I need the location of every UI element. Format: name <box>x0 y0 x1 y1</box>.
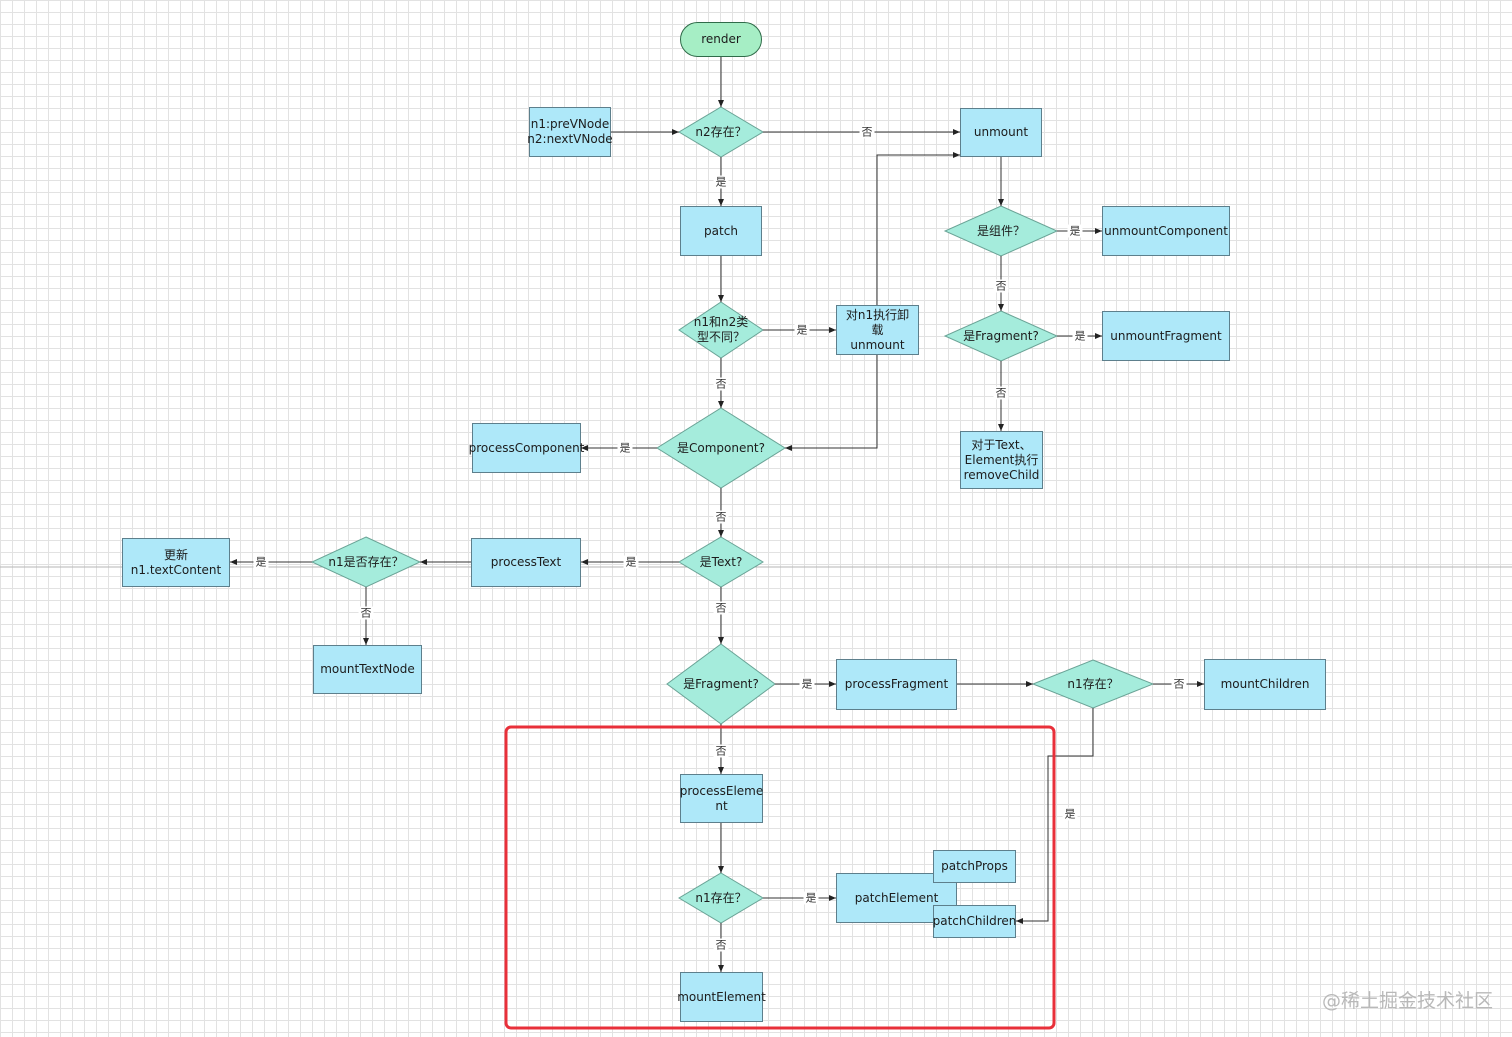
edge-label-n2-yes: 是 <box>713 175 729 189</box>
n1-exists-element-label: n1存在？ <box>695 890 747 905</box>
edge-label-type-yes: 是 <box>794 323 810 337</box>
update-text-content-box: 更新n1.textContent <box>122 538 230 587</box>
edge-unmount-n1-component <box>785 355 878 451</box>
type-different-label: n1和n2类 型不同？ <box>693 315 749 344</box>
edge-label-fragment-yes: 是 <box>799 677 815 691</box>
edge-label-comp-u-no: 否 <box>993 279 1009 293</box>
edge-n1-frag-patch-children <box>1016 708 1094 924</box>
n1-exists-fragment-label: n1存在？ <box>1067 676 1119 691</box>
process-element-box: processEleme nt <box>680 774 763 823</box>
patch-box: patch <box>680 206 762 256</box>
edge-label-comp-u-yes: 是 <box>1067 224 1083 238</box>
edge-label-fragment-no: 否 <box>713 744 729 758</box>
process-component-box: processComponent <box>469 423 584 473</box>
is-fragment-unmount-label: 是Fragment? <box>963 328 1039 343</box>
n1-exists-text-label: n1是否存在？ <box>328 554 404 569</box>
patch-props-box: patchProps <box>933 850 1016 883</box>
input-vnodes-box: n1:preVNode n2:nextVNode <box>527 107 613 157</box>
edge-label-n1-text-no: 否 <box>358 606 374 620</box>
edge-label-text-no: 否 <box>713 601 729 615</box>
unmount-component-box: unmountComponent <box>1102 206 1230 256</box>
highlight-box <box>504 725 1056 1030</box>
unmount-n1-box: 对n1执行卸载 unmount <box>836 305 919 355</box>
edge-unmount-n1-unmount <box>876 152 960 305</box>
watermark-text: @稀土掘金技术社区 <box>1322 990 1494 1012</box>
edge-label-component-yes: 是 <box>617 441 633 455</box>
mount-element-box: mountElement <box>677 972 766 1022</box>
remove-child-box: 对于Text、 Element执行 removeChild <box>960 431 1043 489</box>
mount-children-box: mountChildren <box>1204 659 1326 710</box>
edge-label-n1-frag-yes: 是 <box>1062 807 1078 821</box>
edge-label-component-no: 否 <box>713 510 729 524</box>
render-terminal: render <box>680 22 762 57</box>
edge-label-n2-no: 否 <box>859 125 875 139</box>
unmount-box: unmount <box>960 108 1042 157</box>
n2-exists-label: n2存在？ <box>695 124 747 139</box>
is-fragment-label: 是Fragment? <box>683 676 759 691</box>
edge-label-n1-frag-no: 否 <box>1171 677 1187 691</box>
unmount-fragment-box: unmountFragment <box>1102 311 1230 361</box>
process-text-box: processText <box>471 538 581 587</box>
process-fragment-box: processFragment <box>836 659 957 710</box>
patch-children-box: patchChildren <box>933 905 1016 938</box>
is-component-label: 是Component? <box>676 440 766 455</box>
edge-label-n1-el-no: 否 <box>713 938 729 952</box>
edge-label-text-yes: 是 <box>623 555 639 569</box>
mount-text-node-box: mountTextNode <box>313 645 422 694</box>
is-component-unmount-label: 是组件？ <box>976 223 1025 238</box>
edge-label-frag-u-no: 否 <box>993 386 1009 400</box>
edge-label-frag-u-yes: 是 <box>1072 329 1088 343</box>
edge-label-type-no: 否 <box>713 377 729 391</box>
edge-label-n1-text-yes: 是 <box>253 555 269 569</box>
is-text-label: 是Text? <box>699 554 743 569</box>
edge-label-n1-el-yes: 是 <box>803 891 819 905</box>
